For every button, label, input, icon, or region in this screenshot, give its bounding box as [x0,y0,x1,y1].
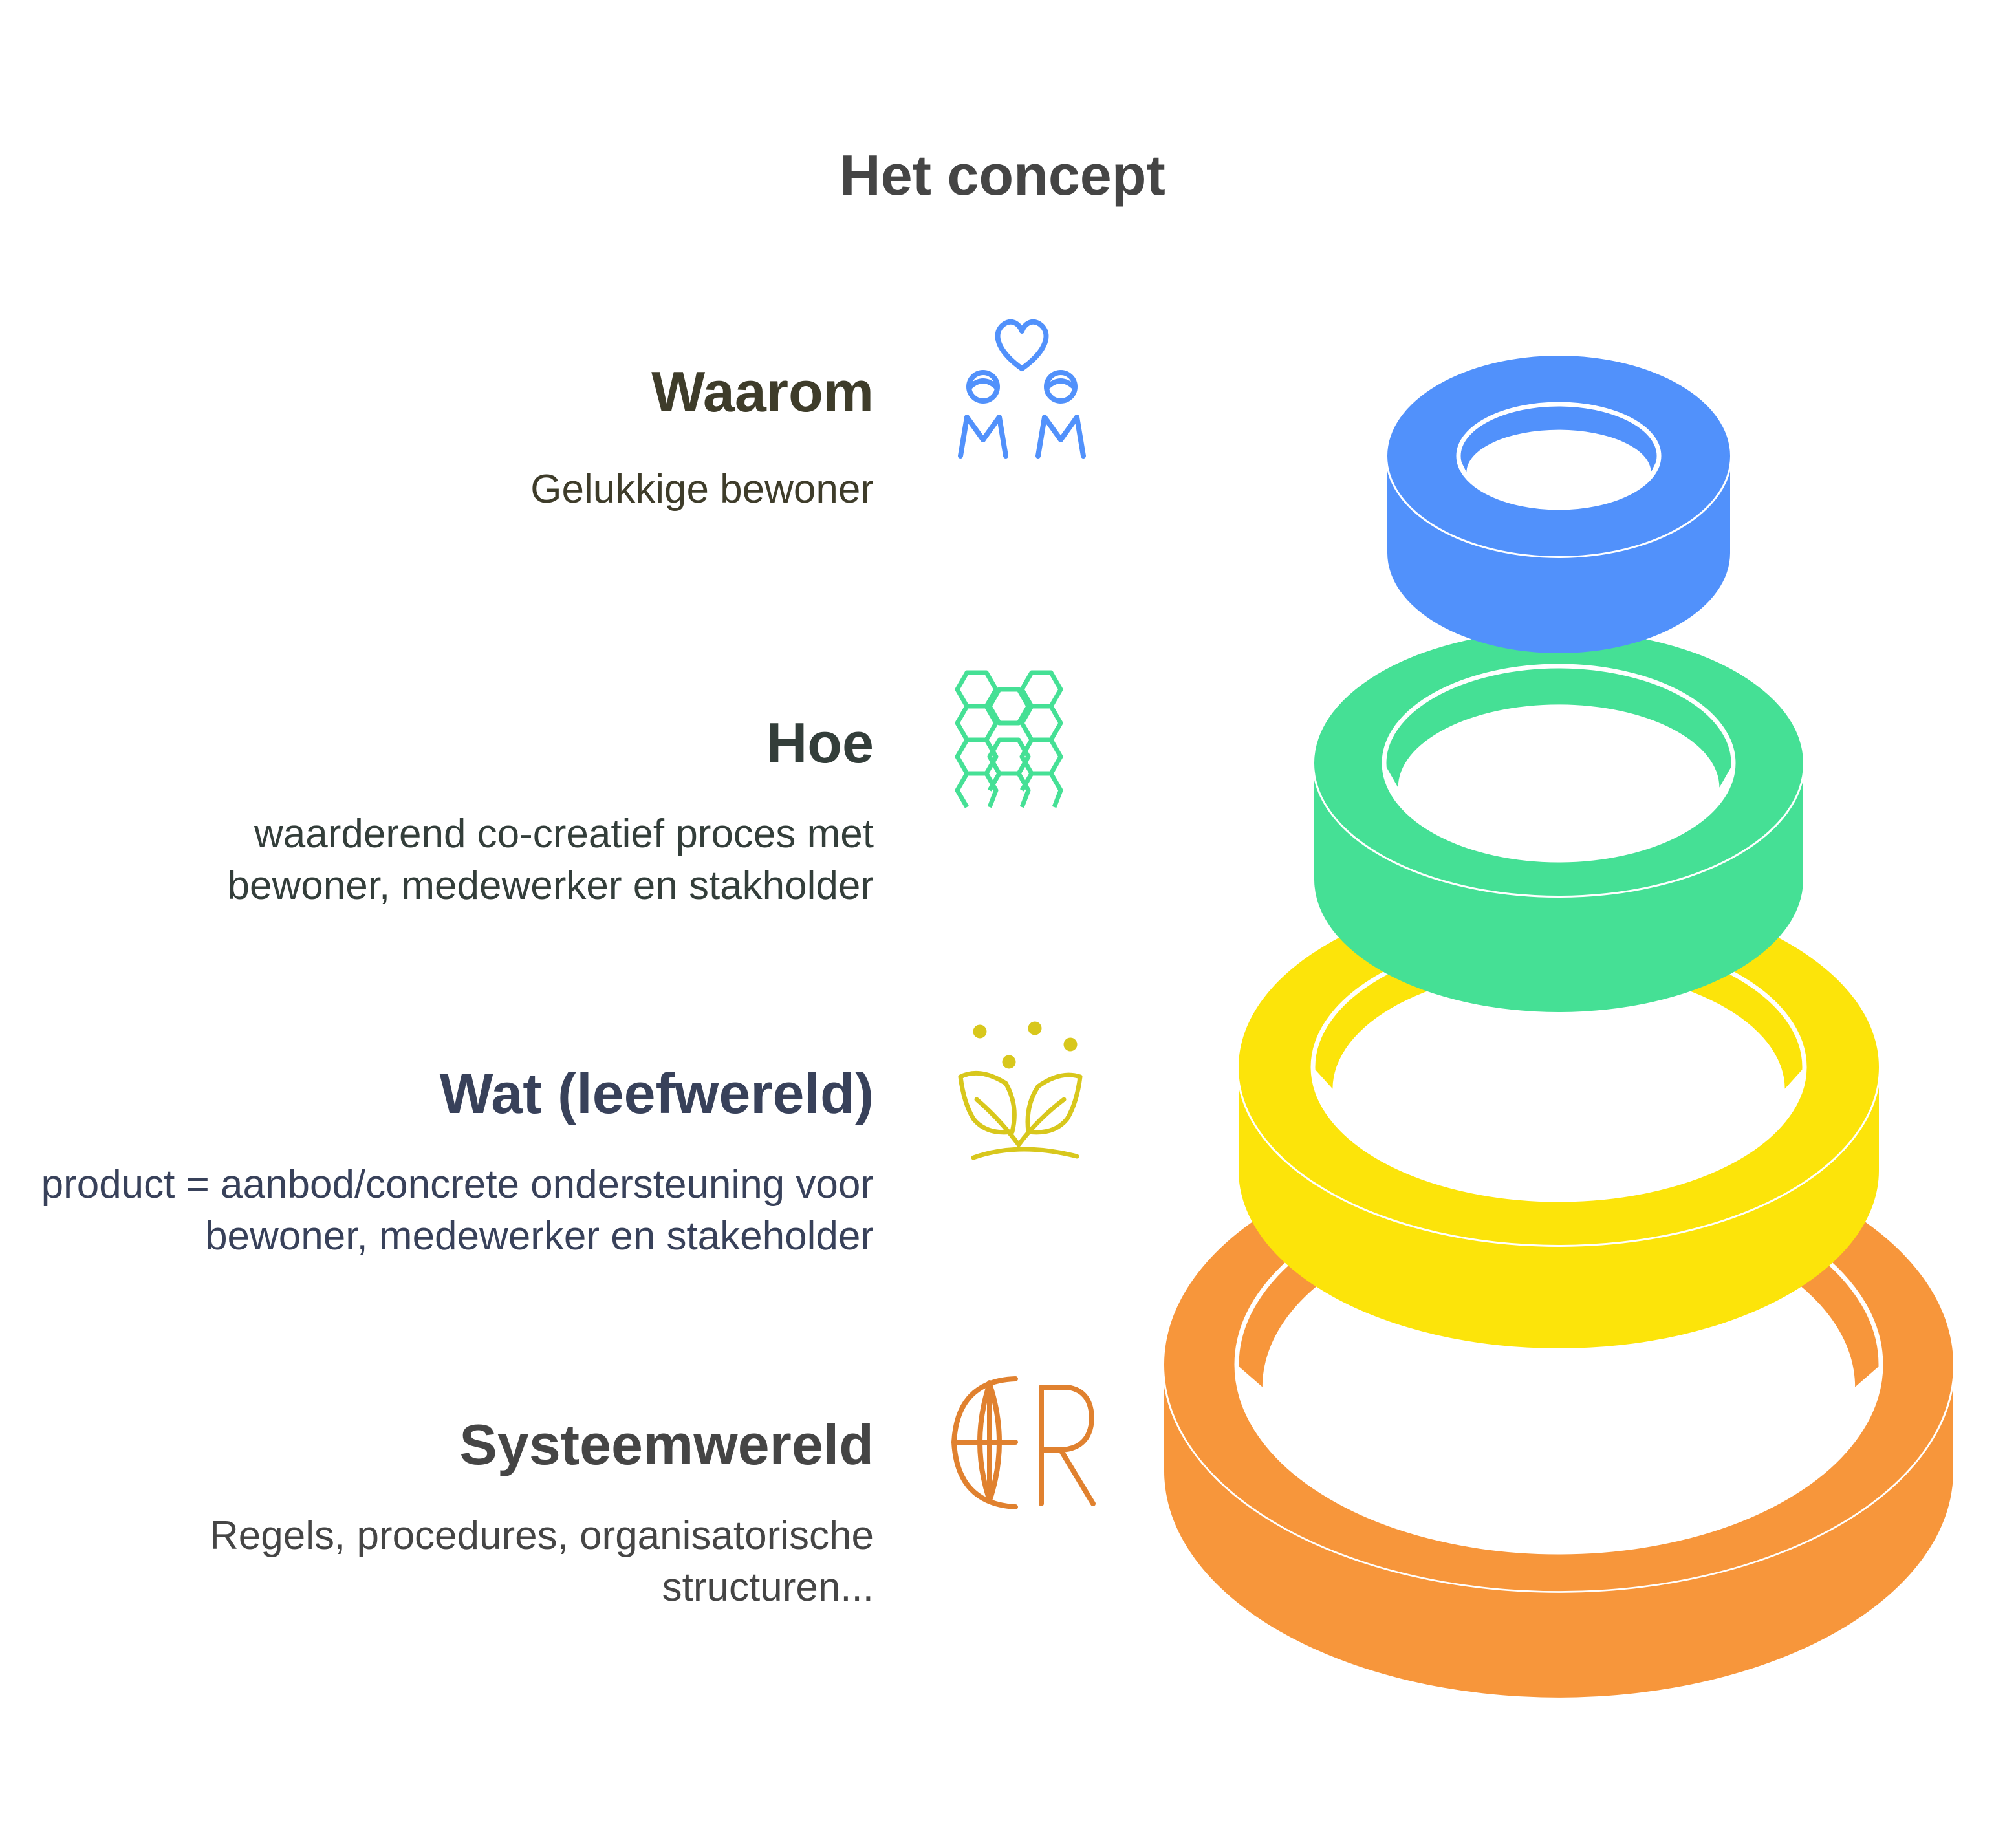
ring-inner-rim [1382,664,1736,863]
layer-heading: Systeemwereld [459,1412,874,1476]
honeycomb-icon [955,670,1063,808]
layer-heading: Hoe [766,711,874,775]
layer-description: Gelukkige bewoner [530,467,874,512]
layer-label-wat: Wat (leefwereld) product = aanbod/concre… [33,1061,874,1262]
ring-inner-wall [1384,666,1733,788]
layer-description: product = aanbod/concrete ondersteuning … [41,1162,874,1259]
layer-label-systeem: Systeemwereld Regels, procedures, organi… [130,1412,874,1614]
layer-description: Regels, procedures, organisatorische str… [210,1513,874,1610]
ring-top [1387,356,1730,556]
couple-heart-icon [958,319,1086,459]
diagram-title: Het concept [840,143,1165,207]
layer-heading: Wat (leefwereld) [439,1061,874,1125]
ring-hoe [1312,631,1805,1012]
layer-label-waarom: Waarom Gelukkige bewoner [0,359,874,515]
globe-letters-icon [951,1376,1096,1509]
ring-waarom [1385,356,1732,653]
layer-heading: Waarom [651,360,874,424]
ring-inner-wall [1458,404,1659,473]
sprout-icon [958,1021,1083,1160]
ring-inner-rim [1456,402,1662,510]
layer-description: waarderend co-creatief proces met bewone… [227,812,874,908]
layer-label-hoe: Hoe waarderend co-creatief proces met be… [162,710,874,912]
